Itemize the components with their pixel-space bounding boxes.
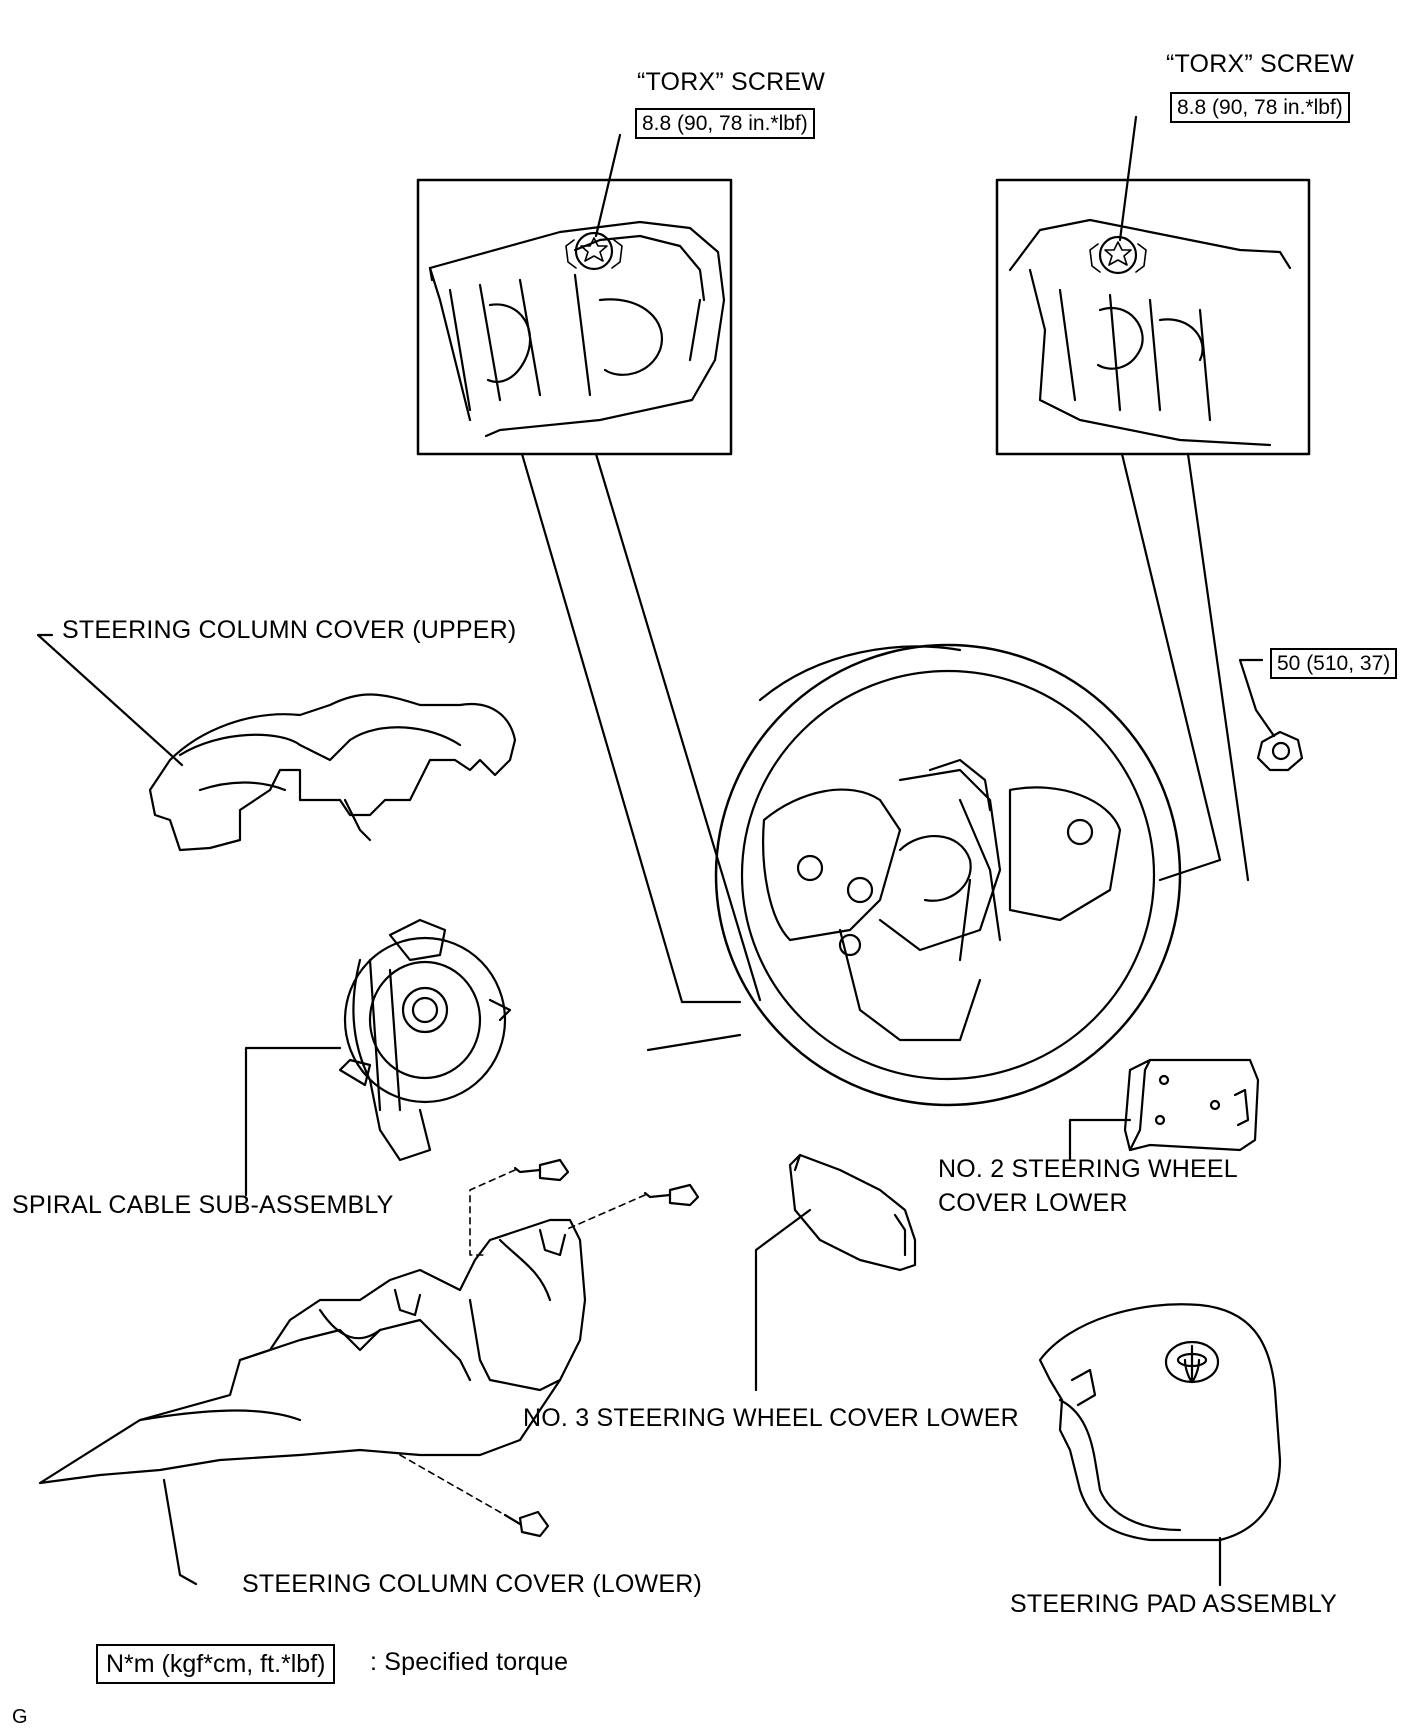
lower-cover-screws	[503, 1158, 700, 1538]
spiral-cable-leader	[244, 1046, 342, 1197]
label-steering-column-cover-lower: STEERING COLUMN COVER (LOWER)	[242, 1570, 702, 1598]
no2-steering-wheel-cover-lower	[1123, 1058, 1260, 1152]
torque-leader-right	[1118, 115, 1138, 242]
label-no2-cover-line1: NO. 2 STEERING WHEEL	[938, 1155, 1238, 1183]
steering-column-cover-upper	[148, 693, 517, 852]
detail-beam-left-a	[520, 452, 742, 1004]
torque-leader-left	[594, 133, 622, 238]
label-torx-screw-right: “TORX” SCREW	[1166, 50, 1355, 78]
legend-unit-box: N*m (kgf*cm, ft.*lbf)	[96, 1644, 336, 1684]
steering-column-cover-lower	[38, 1218, 587, 1485]
steering-pad-assembly	[1038, 1303, 1282, 1542]
label-spiral-cable: SPIRAL CABLE SUB-ASSEMBLY	[12, 1191, 394, 1219]
legend-description: : Specified torque	[370, 1648, 569, 1676]
detail-beam-left-c	[646, 1033, 742, 1052]
upper-cover-leader	[36, 633, 184, 767]
no3-cover-leader	[754, 1208, 812, 1392]
detail-beam-right-b	[1186, 452, 1250, 882]
screw-install-dashes	[399, 1169, 646, 1516]
torque-spec-right: 8.8 (90, 78 in.*lbf)	[1170, 92, 1350, 124]
spiral-cable	[338, 918, 512, 1162]
nut	[1256, 730, 1304, 772]
lower-cover-leader	[162, 1478, 198, 1586]
torx-screw-right-icon	[1098, 235, 1138, 275]
label-torx-screw-left: “TORX” SCREW	[637, 68, 826, 96]
steering-wheel	[714, 643, 1182, 1107]
detail-view-left	[416, 178, 733, 456]
detail-beam-left-b	[594, 452, 762, 1002]
label-no3-cover: NO. 3 STEERING WHEEL COVER LOWER	[523, 1404, 1019, 1432]
nut-leader	[1238, 658, 1276, 738]
torque-spec-nut: 50 (510, 37)	[1270, 648, 1398, 680]
detail-view-right	[995, 178, 1311, 456]
torx-screw-left-icon	[574, 231, 614, 271]
figure-code: G	[12, 1706, 28, 1728]
label-steering-column-cover-upper: STEERING COLUMN COVER (UPPER)	[62, 616, 517, 644]
label-no2-cover-line2: COVER LOWER	[938, 1189, 1128, 1217]
no3-steering-wheel-cover-lower	[788, 1153, 917, 1272]
label-steering-pad-assembly: STEERING PAD ASSEMBLY	[1010, 1590, 1337, 1618]
torque-spec-left: 8.8 (90, 78 in.*lbf)	[635, 108, 815, 140]
no2-cover-leader	[1068, 1118, 1132, 1162]
